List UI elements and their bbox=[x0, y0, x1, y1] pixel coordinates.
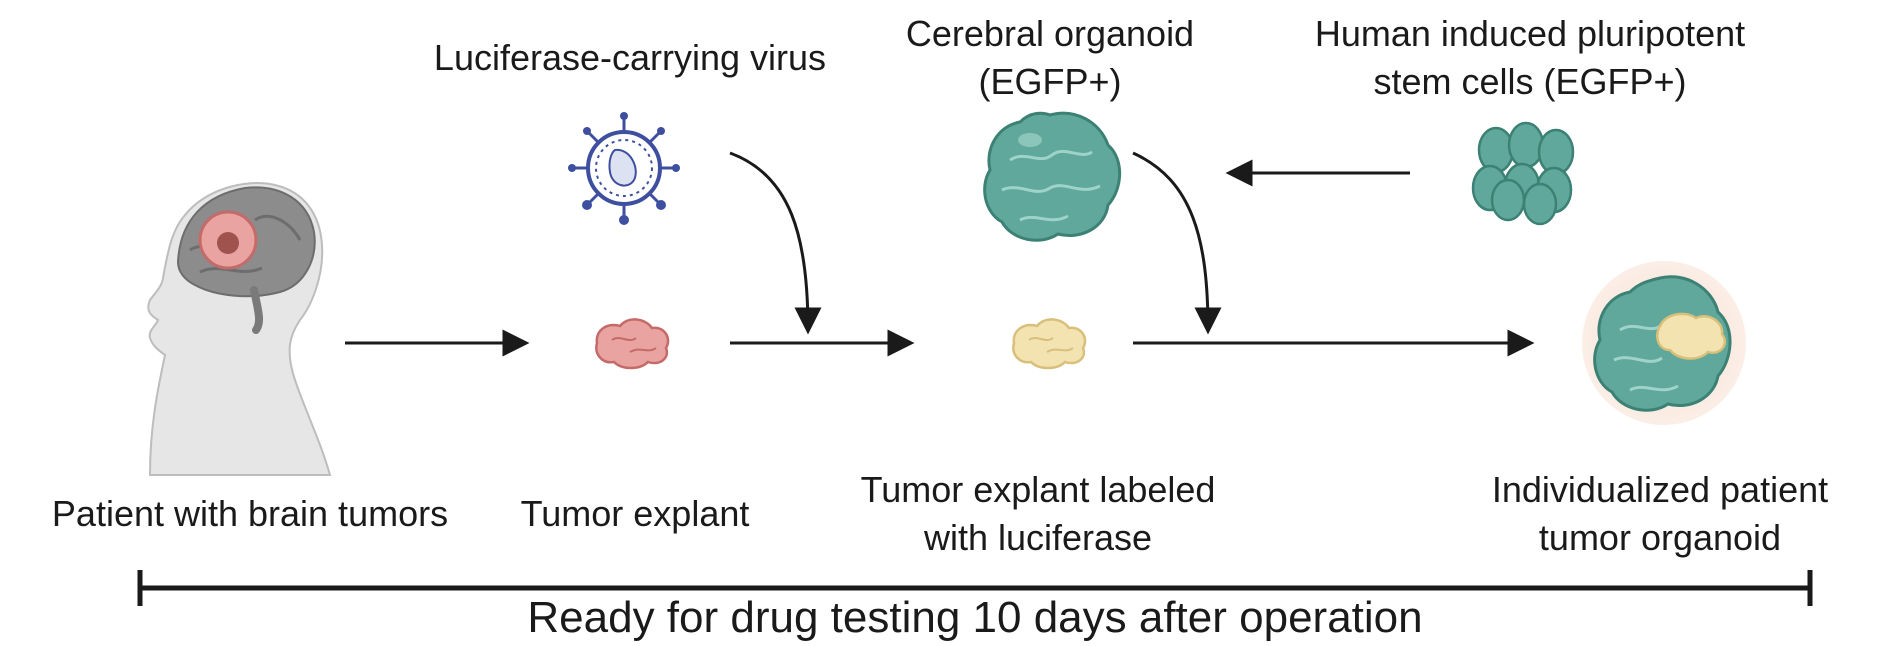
patient-head-brain-tumor-icon bbox=[147, 182, 332, 476]
label-tumor-explant: Tumor explant bbox=[520, 493, 750, 534]
timeline-caption: Ready for drug testing 10 days after ope… bbox=[527, 593, 1423, 642]
arrows bbox=[345, 151, 1535, 357]
arrow-organoid-down bbox=[1132, 151, 1222, 335]
tumor-explant-icon bbox=[595, 318, 670, 370]
tumor-organoid-icon bbox=[1582, 261, 1746, 425]
arrow-virus-down bbox=[729, 151, 822, 335]
label-cerebral-organoid: Cerebral organoid (EGFP+) bbox=[905, 13, 1195, 102]
labeled-explant-icon bbox=[1012, 318, 1087, 370]
label-individualized-organoid: Individualized patient tumor organoid bbox=[1491, 469, 1829, 558]
label-virus: Luciferase-carrying virus bbox=[433, 37, 827, 78]
label-patient: Patient with brain tumors bbox=[51, 493, 449, 534]
label-labeled-explant: Tumor explant labeled with luciferase bbox=[860, 469, 1216, 558]
cerebral-organoid-icon bbox=[983, 111, 1122, 242]
label-stem-cells: Human induced pluripotent stem cells (EG… bbox=[1314, 13, 1746, 102]
stem-cells-icon bbox=[1471, 121, 1575, 226]
virus-icon bbox=[568, 112, 680, 225]
timeline-bar bbox=[137, 570, 1813, 606]
